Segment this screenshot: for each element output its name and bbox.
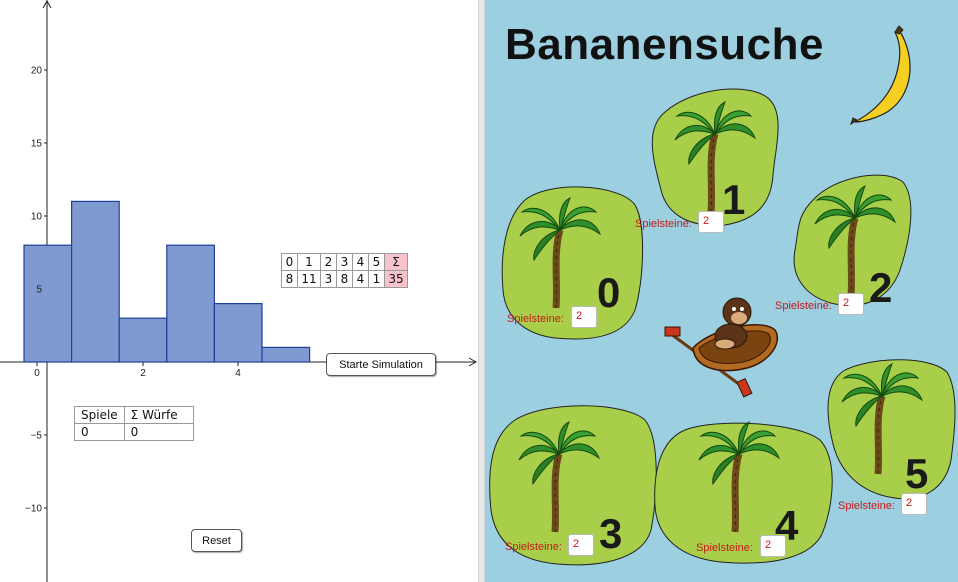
reset-button[interactable]: Reset — [191, 529, 242, 552]
y-axis-arrow — [42, 0, 52, 9]
island-2: 2 — [793, 174, 912, 311]
histogram-bar-2 — [118, 317, 168, 363]
results-header-cell: 1 — [297, 253, 321, 271]
results-header-cell: 2 — [320, 253, 337, 271]
island-0: 0 — [501, 186, 644, 340]
scene-artwork: 1 2 0 3 4 5 — [489, 25, 956, 566]
histogram-bar-1 — [70, 200, 120, 363]
results-header-cell: 5 — [368, 253, 385, 271]
spielsteine-label: Spielsteine: — [775, 300, 832, 312]
island-2-number: 2 — [869, 264, 892, 311]
spielsteine-label: Spielsteine: — [505, 541, 562, 553]
x-tick-label: 0 — [34, 368, 40, 379]
histogram-bar-5 — [261, 346, 311, 363]
y-tick-label: 10 — [31, 212, 43, 223]
stats-header-wuerfe: Σ Würfe — [123, 406, 194, 424]
island-1: 1 — [651, 88, 779, 226]
y-tick-label: 20 — [31, 66, 43, 77]
stats-header-spiele: Spiele — [74, 406, 125, 424]
results-header-cell: 0 — [281, 253, 298, 271]
island-1-number: 1 — [722, 176, 745, 223]
game-scene: 1 2 0 3 4 5 — [485, 0, 958, 582]
island-5: 5 — [827, 359, 956, 500]
histogram-bar-4 — [213, 303, 263, 363]
island-3-number: 3 — [599, 510, 622, 557]
stats-value-spiele: 0 — [74, 423, 125, 441]
island-0-spielsteine-field[interactable]: 2 — [571, 306, 597, 328]
y-tick-label: 15 — [31, 139, 43, 150]
island-5-spielsteine-field[interactable]: 2 — [901, 493, 927, 515]
spielsteine-label: Spielsteine: — [507, 313, 564, 325]
tick-labels: 0 2 4 20 15 10 5 −5 −10 — [25, 66, 241, 515]
island-3-spielsteine-field[interactable]: 2 — [568, 534, 594, 556]
results-value-cell: 4 — [352, 270, 369, 288]
x-axis-arrow — [468, 357, 478, 367]
results-value-cell: 8 — [336, 270, 353, 288]
results-value-cell: 1 — [368, 270, 385, 288]
x-tick-label: 2 — [140, 368, 146, 379]
y-tick-label: −5 — [31, 431, 43, 442]
results-header-cell: Σ — [384, 253, 408, 271]
island-3: 3 — [489, 405, 657, 566]
island-5-number: 5 — [905, 450, 928, 497]
y-tick-label: −10 — [25, 504, 42, 515]
histogram-bars — [23, 200, 311, 363]
banana-icon — [850, 25, 911, 126]
spielsteine-label: Spielsteine: — [635, 218, 692, 230]
results-value-cell: 11 — [297, 270, 321, 288]
game-title: Bananensuche — [505, 20, 824, 69]
spielsteine-label: Spielsteine: — [696, 542, 753, 554]
start-simulation-button[interactable]: Starte Simulation — [326, 353, 436, 376]
y-tick-label: 5 — [36, 285, 42, 296]
results-value-cell: 35 — [384, 270, 408, 288]
boat-monkey — [664, 297, 778, 398]
spielsteine-label: Spielsteine: — [838, 500, 895, 512]
island-1-spielsteine-field[interactable]: 2 — [698, 211, 724, 233]
island-4-spielsteine-field[interactable]: 2 — [760, 535, 786, 557]
x-tick-label: 4 — [235, 368, 241, 379]
view-divider[interactable] — [478, 0, 485, 582]
results-value-cell: 8 — [281, 270, 298, 288]
histogram-bar-0 — [23, 244, 73, 363]
stats-table: Spiele Σ Würfe 0 0 — [74, 406, 194, 441]
island-2-spielsteine-field[interactable]: 2 — [838, 293, 864, 315]
results-value-cell: 3 — [320, 270, 337, 288]
island-4: 4 — [654, 422, 833, 564]
stats-value-wuerfe: 0 — [123, 423, 194, 441]
results-header-cell: 3 — [336, 253, 353, 271]
island-0-number: 0 — [597, 269, 620, 316]
results-header-cell: 4 — [352, 253, 369, 271]
histogram-bar-3 — [166, 244, 216, 363]
